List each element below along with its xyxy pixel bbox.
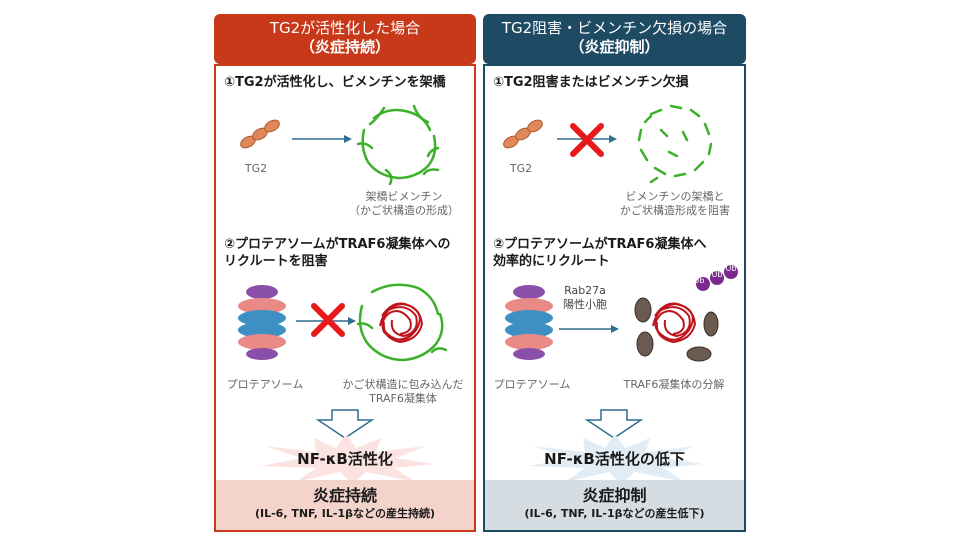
left-step1-caption: 架橋ビメンチン （かご状構造の形成） <box>349 190 459 217</box>
left-tg2-label: TG2 <box>244 162 268 175</box>
left-footer-detail: (IL-6, TNF, IL-1βなどの産生持続) <box>254 507 436 520</box>
right-step2-title: ②プロテアソームがTRAF6凝集体へ 効率的にリクルート <box>493 237 707 269</box>
left-proteasome-label: プロテアソーム <box>226 378 304 391</box>
ub-label-2: Ub <box>711 270 723 279</box>
left-header-title: TG2が活性化した場合 <box>269 19 421 37</box>
right-down-arrow-icon <box>584 409 644 439</box>
left-step2-arrow-icon <box>296 317 356 325</box>
right-header: TG2阻害・ビメンチン欠損の場合 （炎症抑制） <box>483 14 746 64</box>
right-footer: 炎症抑制 (IL-6, TNF, IL-1βなどの産生低下) <box>485 480 744 530</box>
left-panel: ①TG2が活性化し、ビメンチンを架橋 TG2 架橋ビメンチン （かご状構造の形成… <box>214 64 476 532</box>
left-step2-title: ②プロテアソームがTRAF6凝集体への リクルートを阻害 <box>224 237 451 269</box>
burst-icon <box>260 434 434 484</box>
right-panel: ①TG2阻害またはビメンチン欠損 TG2 ビメンチンの架橋と かご状構造形成を阻… <box>483 64 746 532</box>
vesicle-label: Rab27a 陽性小胞 <box>563 284 607 311</box>
left-result: NF-κB活性化 <box>297 450 393 468</box>
tg2-protein-icon <box>240 119 280 149</box>
proteasome-icon <box>505 285 553 360</box>
vimentin-fragments-icon <box>637 104 713 184</box>
left-header: TG2が活性化した場合 （炎症持続） <box>214 14 476 64</box>
left-footer: 炎症持続 (IL-6, TNF, IL-1βなどの産生持続) <box>216 480 474 530</box>
traf6-degradation-icon <box>634 297 719 362</box>
right-result: NF-κB活性化の低下 <box>544 450 685 468</box>
burst-icon <box>529 434 703 484</box>
ubiquitin-icon <box>696 265 738 291</box>
tg2-protein-icon <box>503 119 543 149</box>
left-step1-title: ①TG2が活性化し、ビメンチンを架橋 <box>224 75 446 90</box>
right-footer-title: 炎症抑制 <box>582 486 647 505</box>
proteasome-icon <box>238 285 286 360</box>
left-header-subtitle: （炎症持続） <box>299 38 390 56</box>
ub-label-1: Ub <box>693 276 705 285</box>
traf6-aggregate-icon <box>356 283 448 362</box>
right-header-subtitle: （炎症抑制） <box>569 38 660 56</box>
right-proteasome-label: プロテアソーム <box>493 378 571 391</box>
left-down-arrow-icon <box>315 409 375 439</box>
right-tg2-label: TG2 <box>509 162 533 175</box>
right-step2-caption: TRAF6凝集体の分解 <box>623 378 725 391</box>
left-footer-title: 炎症持続 <box>312 486 377 505</box>
cross-icon <box>570 123 604 157</box>
right-step2-arrow-icon <box>559 325 619 333</box>
right-footer-detail: (IL-6, TNF, IL-1βなどの産生低下) <box>524 507 705 520</box>
right-step1-title: ①TG2阻害またはビメンチン欠損 <box>493 75 689 90</box>
left-step1-arrow-icon <box>292 135 352 143</box>
right-step1-caption: ビメンチンの架橋と かご状構造形成を阻害 <box>620 190 730 217</box>
vimentin-cage-icon <box>356 104 440 186</box>
ub-label-3: Ub <box>725 264 737 273</box>
right-header-title: TG2阻害・ビメンチン欠損の場合 <box>501 19 728 37</box>
left-step2-caption: かご状構造に包み込んだ TRAF6凝集体 <box>342 378 464 405</box>
cross-icon <box>311 303 345 337</box>
